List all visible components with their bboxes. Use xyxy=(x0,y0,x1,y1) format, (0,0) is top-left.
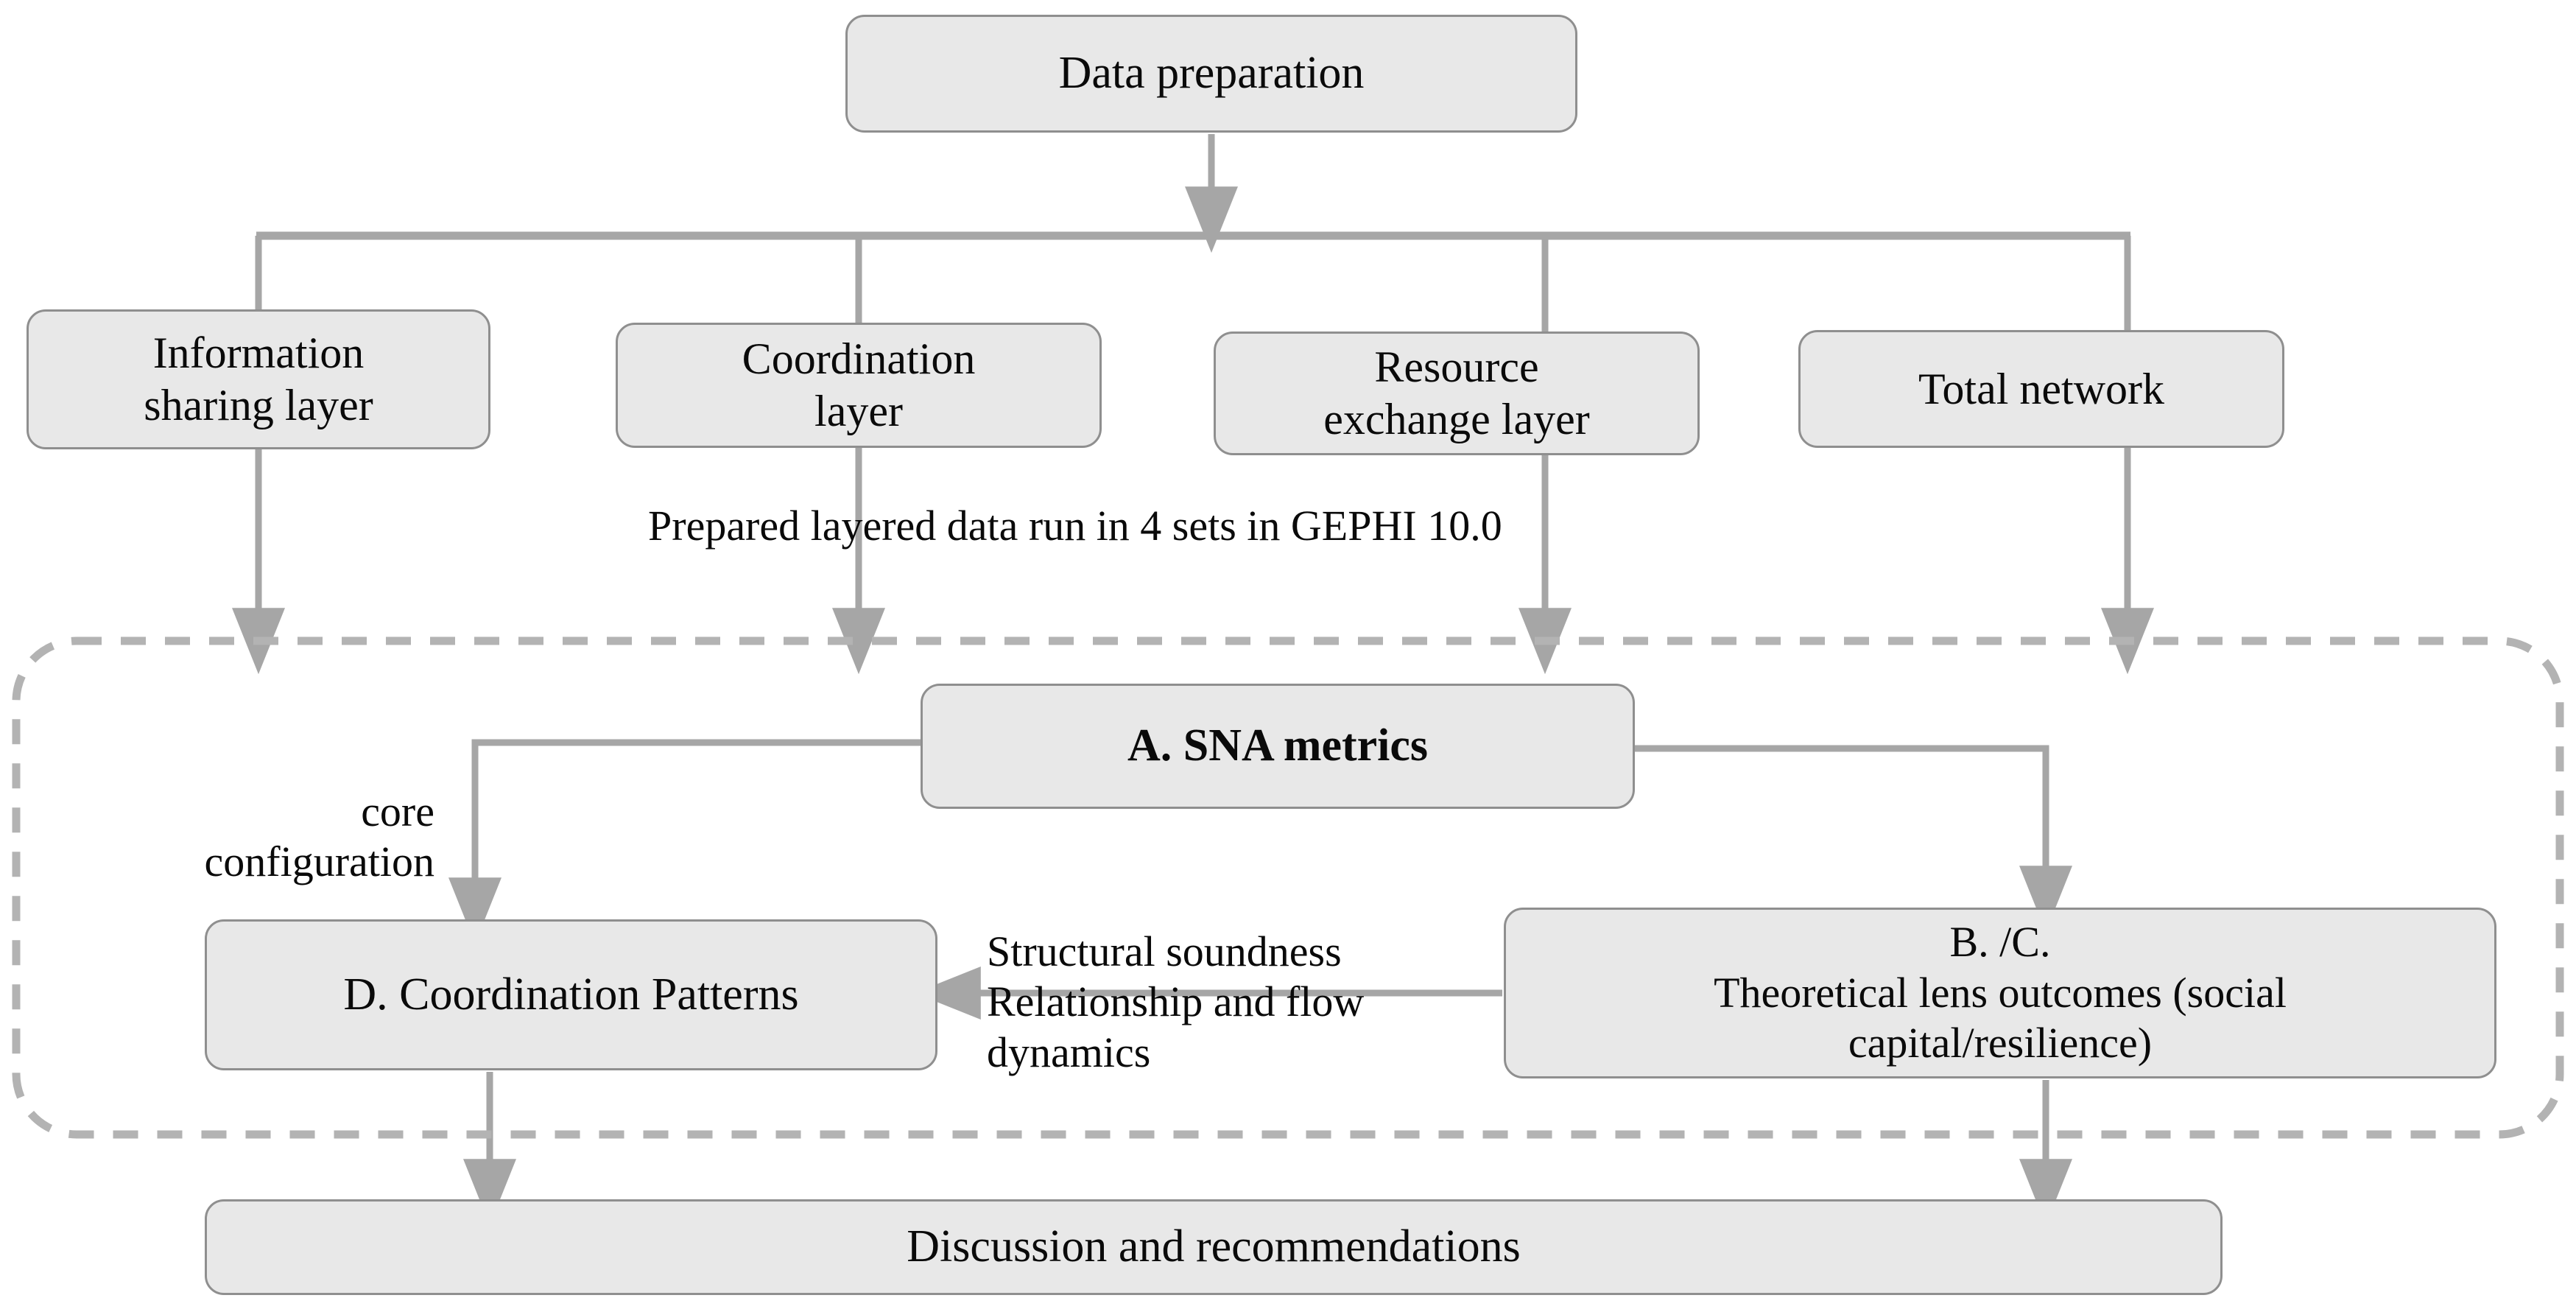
edge-sna-to-theoretical-lens xyxy=(1635,745,2072,933)
node-coordination-layer[interactable]: Coordination layer xyxy=(616,323,1102,448)
node-coordination-patterns-label: D. Coordination Patterns xyxy=(343,969,799,1020)
node-data-preparation[interactable]: Data preparation xyxy=(845,15,1577,133)
node-coordination-layer-label: Coordination layer xyxy=(742,334,976,435)
label-prepared-data: Prepared layered data run in 4 sets in G… xyxy=(648,502,1502,550)
label-structural-soundness: Structural soundness Relationship and fl… xyxy=(987,927,1365,1076)
node-data-preparation-label: Data preparation xyxy=(1058,48,1365,99)
label-core-configuration: core configuration xyxy=(204,787,434,886)
node-resource-exchange-layer[interactable]: Resource exchange layer xyxy=(1214,331,1700,455)
node-sna-metrics-label: A. SNA metrics xyxy=(1127,720,1429,771)
node-sna-metrics[interactable]: A. SNA metrics xyxy=(921,684,1635,809)
node-discussion-and-recommendations[interactable]: Discussion and recommendations xyxy=(205,1199,2223,1295)
edge-sna-to-coordination-patterns xyxy=(448,739,921,944)
node-total-network-label: Total network xyxy=(1918,364,2165,413)
node-resource-exchange-layer-label: Resource exchange layer xyxy=(1323,343,1590,443)
node-discussion-and-recommendations-label: Discussion and recommendations xyxy=(907,1221,1521,1272)
node-coordination-patterns[interactable]: D. Coordination Patterns xyxy=(205,919,937,1070)
node-information-sharing-layer-label: Information sharing layer xyxy=(144,329,373,429)
node-theoretical-lens-outcomes-label: B. /C. Theoretical lens outcomes (social… xyxy=(1714,918,2287,1067)
node-information-sharing-layer[interactable]: Information sharing layer xyxy=(27,309,490,449)
node-total-network[interactable]: Total network xyxy=(1798,330,2284,448)
node-theoretical-lens-outcomes[interactable]: B. /C. Theoretical lens outcomes (social… xyxy=(1504,908,2496,1078)
